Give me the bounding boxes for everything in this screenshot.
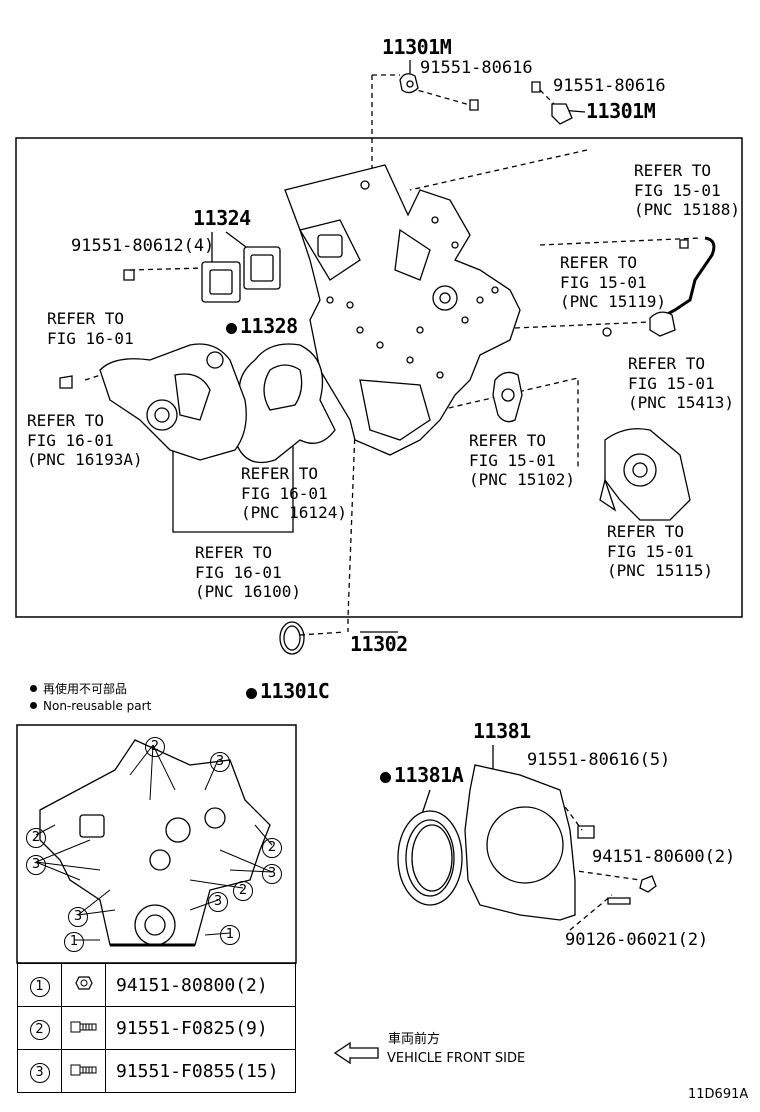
table-row: 2 91551-F0825(9) bbox=[17, 1006, 296, 1050]
table-row: 3 91551-F0855(15) bbox=[17, 1049, 296, 1093]
part-90126-06021: 90126-06021(2) bbox=[565, 930, 709, 950]
leader-lines bbox=[84, 74, 701, 931]
part-11301m-top: 11301M bbox=[382, 35, 452, 59]
gasket-11324 bbox=[201, 246, 281, 303]
oil-pipe bbox=[602, 236, 716, 337]
cam-sensor-right bbox=[551, 103, 573, 125]
inset-callout: 3 bbox=[68, 907, 88, 927]
part-91551-80616-b: 91551-80616 bbox=[553, 76, 666, 96]
part-11381: 11381 bbox=[473, 719, 531, 743]
inset-callout: 1 bbox=[220, 925, 240, 945]
bolt-91551-80616-5 bbox=[577, 825, 595, 839]
part-11328: 11328 bbox=[226, 315, 298, 337]
part-91551-80612: 91551-80612(4) bbox=[71, 236, 215, 256]
nonreusable-dot bbox=[380, 772, 391, 783]
legend-num: 3 bbox=[17, 1049, 62, 1093]
part-11381a: 11381A bbox=[380, 764, 464, 786]
stud-90126-06021 bbox=[607, 897, 631, 905]
bolt-91551-80612 bbox=[123, 269, 135, 281]
timing-chain-cover bbox=[284, 164, 521, 456]
inset-callout: 2 bbox=[26, 828, 46, 848]
front-label-en: VEHICLE FRONT SIDE bbox=[387, 1051, 526, 1066]
oil-pump-15115 bbox=[599, 428, 691, 521]
bolt-top-b bbox=[531, 81, 541, 93]
part-11324: 11324 bbox=[193, 206, 251, 230]
legend-num: 2 bbox=[17, 1006, 62, 1050]
inset-callout: 3 bbox=[262, 864, 282, 884]
front-label-jp: 車両前方 bbox=[388, 1032, 441, 1047]
inset-callout: 3 bbox=[208, 892, 228, 912]
main-frame bbox=[15, 137, 743, 618]
legend-num: 1 bbox=[17, 963, 62, 1007]
nonreusable-dot bbox=[246, 688, 257, 699]
inset-callout: 3 bbox=[210, 752, 230, 772]
inset-callout: 1 bbox=[64, 932, 84, 952]
note-nonreusable-jp: 再使用不可部品 bbox=[30, 682, 127, 696]
part-11301c: 11301C bbox=[246, 680, 330, 702]
inset-callout: 3 bbox=[26, 855, 46, 875]
cam-sensor-left bbox=[399, 73, 419, 94]
bolt-icon bbox=[61, 1006, 106, 1050]
diagram-id: 11D691A bbox=[688, 1087, 749, 1102]
bolt-icon bbox=[61, 1049, 106, 1093]
bolt-top-a bbox=[469, 99, 479, 111]
part-11302: 11302 bbox=[350, 632, 408, 656]
nonreusable-dot bbox=[30, 685, 37, 692]
part-91551-80616-a: 91551-80616 bbox=[420, 58, 533, 78]
part-91551-80616-5: 91551-80616(5) bbox=[527, 750, 671, 770]
nut-icon bbox=[61, 963, 106, 1007]
inset-callout: 2 bbox=[233, 881, 253, 901]
oil-seal-retainer-11381 bbox=[464, 764, 576, 921]
note-nonreusable-en: Non-reusable part bbox=[30, 699, 151, 713]
legend-part: 94151-80800(2) bbox=[105, 963, 296, 1007]
nut-94151-80600 bbox=[639, 875, 657, 893]
inset-callout: 2 bbox=[145, 737, 165, 757]
nonreusable-dot bbox=[30, 702, 37, 709]
water-pump bbox=[99, 343, 247, 461]
legend-part: 91551-F0825(9) bbox=[105, 1006, 296, 1050]
oil-seal-11301c bbox=[279, 621, 305, 655]
oil-pump-rotor bbox=[492, 371, 523, 423]
bolt-pump-left bbox=[59, 375, 73, 389]
legend-part: 91551-F0855(15) bbox=[105, 1049, 296, 1093]
part-11301m-right: 11301M bbox=[586, 99, 656, 123]
nonreusable-dot bbox=[226, 323, 237, 334]
table-row: 1 94151-80800(2) bbox=[17, 963, 296, 1007]
part-94151-80600: 94151-80600(2) bbox=[592, 847, 736, 867]
vehicle-front-arrow bbox=[333, 1041, 379, 1065]
bolt-legend-table: 1 94151-80800(2) 2 91551-F0825(9) 3 9155… bbox=[17, 963, 296, 1093]
inset-callout: 2 bbox=[262, 838, 282, 858]
rear-oil-seal-11381a bbox=[397, 810, 463, 906]
inset-cover-sketch bbox=[39, 739, 271, 947]
